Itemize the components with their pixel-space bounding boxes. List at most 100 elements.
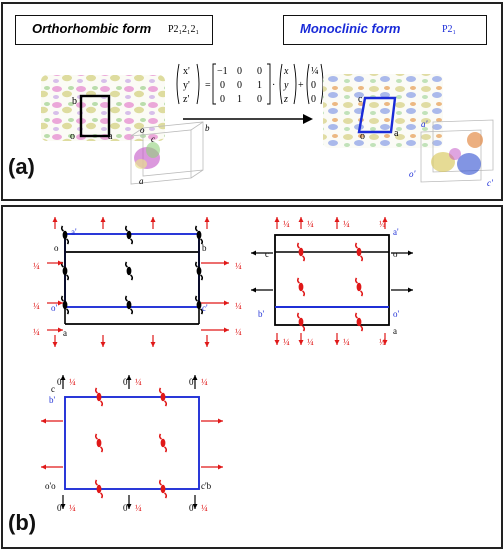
ortho-mol-axis-c: c xyxy=(151,134,155,144)
ortho-mol-axis-o: o xyxy=(140,125,145,135)
d2-screw-axis xyxy=(354,277,364,297)
d1-bottom-arrow-head xyxy=(52,342,58,347)
mono-axis-a: a xyxy=(394,128,399,139)
d3-screw-axis-tail-top xyxy=(94,479,98,486)
d3-screw-axis-body xyxy=(96,392,102,402)
d1-screw-axis xyxy=(194,225,204,245)
d2-screw-axis-tail-top xyxy=(354,277,358,284)
d3-bottom-quarter: ¼ xyxy=(135,503,142,513)
d3-screw-axis xyxy=(94,433,104,453)
d1-screw-axis-tail-top xyxy=(194,225,198,232)
d3-screw-axis xyxy=(94,387,104,407)
ortho-axis-a: a xyxy=(108,131,113,142)
d1-right-arrow-head xyxy=(224,327,229,333)
d2-label-o: o xyxy=(393,249,398,259)
d3-screw-axis-tail-top xyxy=(94,433,98,440)
d2-screw-axis-body xyxy=(298,317,304,327)
d1-screw-axis xyxy=(194,261,204,281)
mono-mol-axis-a-prime: a' xyxy=(421,119,429,129)
d2-screw-axis xyxy=(296,242,306,262)
m-21: 0 xyxy=(220,80,225,91)
orthorhombic-title: Orthorhombic form xyxy=(32,21,152,36)
d3-top-quarter: ¼ xyxy=(201,377,208,387)
d1-screw-axis xyxy=(194,295,204,315)
d1-top-arrow-head xyxy=(204,217,210,222)
d1-top-arrow-head xyxy=(52,217,58,222)
d2-screw-axis xyxy=(354,242,364,262)
mono-axis-c: c xyxy=(358,94,363,105)
d3-label-cb: c'b xyxy=(201,481,212,491)
d1-label-o-prime: o' xyxy=(51,303,58,313)
d1-screw-axis-tail-top xyxy=(194,295,198,302)
orthorhombic-space-group: P2₁2₁2₁ xyxy=(168,24,200,35)
monoclinic-unit-cell xyxy=(357,96,397,134)
lhs-x: x' xyxy=(183,66,190,77)
d2-screw-axis-tail-top xyxy=(296,277,300,284)
d1-screw-axis-tail-bottom xyxy=(200,308,204,315)
d1-screw-axis xyxy=(60,295,70,315)
d3-screw-axis-body xyxy=(96,438,102,448)
d2-screw-axis-tail-top xyxy=(354,242,358,249)
d1-symbols: ¼¼¼¼¼¼ xyxy=(33,217,242,347)
d3-left-arrow-head xyxy=(41,464,46,470)
d2-right-arrow-head xyxy=(408,250,413,256)
d2-bottom-arrow-head xyxy=(334,340,340,345)
d2-bottom-arrow-head xyxy=(274,340,280,345)
d1-label-c-prime: c' xyxy=(202,303,208,313)
d1-screw-axis-tail-bottom xyxy=(66,238,70,245)
d1-quarter-label: ¼ xyxy=(235,327,242,337)
d3-top-arrow-head xyxy=(192,375,198,380)
d2-left-arrow-head xyxy=(251,287,256,293)
d3-bottom-quarter: ¼ xyxy=(69,503,76,513)
d1-left-arrow-head xyxy=(58,300,63,306)
orthorhombic-header: Orthorhombic form P2₁2₁2₁ xyxy=(15,15,213,45)
d3-screw-axis-tail-top xyxy=(158,479,162,486)
d1-bottom-arrow-head xyxy=(100,342,106,347)
svg-text:+: + xyxy=(298,80,304,91)
d1-screw-axis xyxy=(60,225,70,245)
d3-bottom-arrow-head xyxy=(60,504,66,509)
d3-bottom-zero: 0 xyxy=(189,503,194,513)
d1-quarter-label: ¼ xyxy=(33,327,40,337)
d2-bottom-quarter: ¼ xyxy=(343,337,350,347)
d1-screw-axis-tail-bottom xyxy=(66,274,70,281)
d3-bottom-arrow-head xyxy=(126,504,132,509)
d2-top-quarter: ¼ xyxy=(343,219,350,229)
lhs-z: z' xyxy=(183,94,189,105)
m-12: 0 xyxy=(237,66,242,77)
mono-mol-axis-c-prime: c' xyxy=(487,178,494,188)
d1-label-a-prime: a' xyxy=(71,227,77,237)
d3-screw-axis-body xyxy=(160,484,166,494)
ortho-mol-axis-b: b xyxy=(205,123,210,133)
d1-screw-axis-tail-top xyxy=(124,295,128,302)
d1-screw-axis-tail-top xyxy=(60,225,64,232)
d2-screw-axis-tail-bottom xyxy=(302,325,306,332)
d3-screw-axis-tail-bottom xyxy=(100,492,104,499)
d1-screw-axis xyxy=(60,261,70,281)
d2-screw-axis-body xyxy=(356,247,362,257)
ortho-axis-o: o xyxy=(70,131,75,142)
d3-screw-axis-tail-bottom xyxy=(164,400,168,407)
d3-top-quarter: ¼ xyxy=(69,377,76,387)
d2-top-quarter: ¼ xyxy=(283,219,290,229)
svg-text:·: · xyxy=(272,80,275,91)
d3-screw-axis-body xyxy=(160,438,166,448)
d2-top-arrow-head xyxy=(298,217,304,222)
d1-screw-axis-tail-bottom xyxy=(130,308,134,315)
panel-a: Orthorhombic form P2₁2₁2₁ Monoclinic for… xyxy=(1,2,503,201)
d2-top-arrow-head xyxy=(382,217,388,222)
rhs-y: y xyxy=(283,80,289,91)
d3-top-zero: 0 xyxy=(123,377,128,387)
d1-screw-axis-tail-bottom xyxy=(200,238,204,245)
d3-bottom-quarter: ¼ xyxy=(201,503,208,513)
d3-screw-axis-tail-bottom xyxy=(164,492,168,499)
d2-top-quarter: ¼ xyxy=(379,219,386,229)
d2-screw-axis-tail-bottom xyxy=(360,255,364,262)
mono-axis-o: o xyxy=(360,131,365,142)
